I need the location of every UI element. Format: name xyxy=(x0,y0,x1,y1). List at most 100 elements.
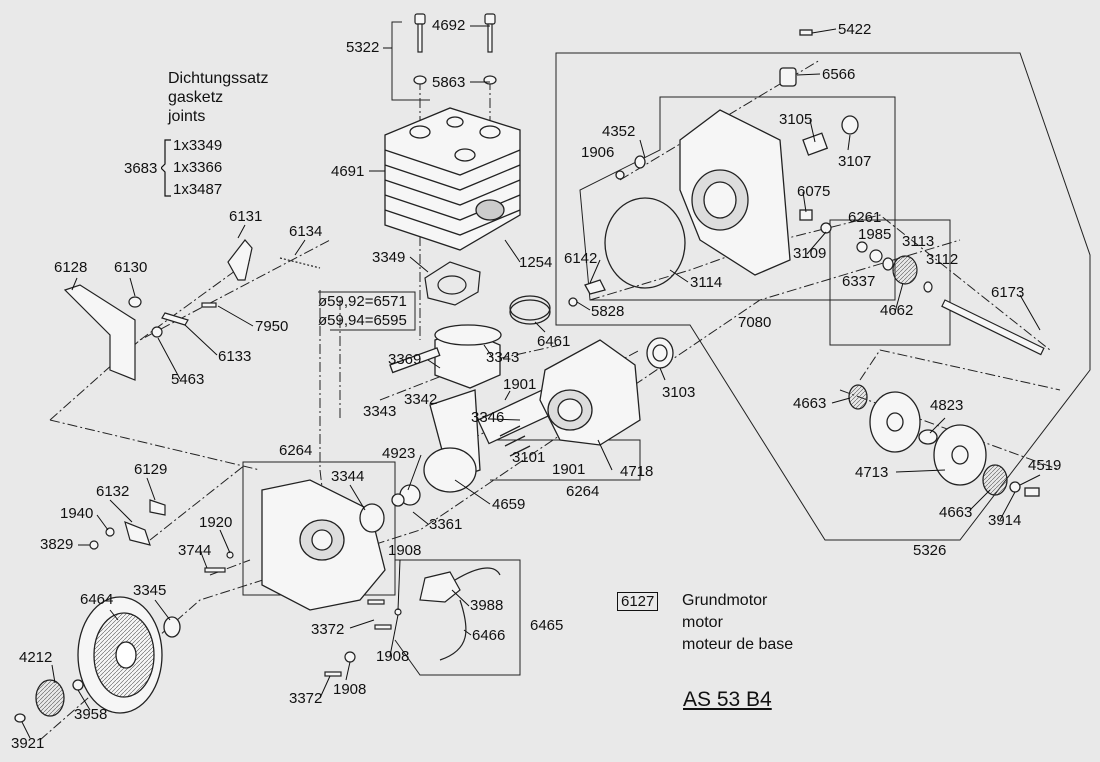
fan-wheel xyxy=(77,596,181,714)
part-label[interactable]: 3958 xyxy=(74,706,108,723)
part-label[interactable]: 5463 xyxy=(171,371,205,388)
legend-line-de: Grundmotor xyxy=(682,592,768,609)
part-label[interactable]: 3361 xyxy=(429,516,463,533)
part-label[interactable]: 3829 xyxy=(40,536,74,553)
part-label[interactable]: 6129 xyxy=(134,461,168,478)
gear-stack xyxy=(856,241,933,293)
gasket-set-code[interactable]: 3683 xyxy=(124,160,158,177)
part-label[interactable]: 3114 xyxy=(690,274,723,291)
part-label[interactable]: 1908 xyxy=(388,542,422,559)
part-label[interactable]: 4923 xyxy=(382,445,416,462)
part-label[interactable]: 7950 xyxy=(255,318,289,335)
base-gasket xyxy=(424,261,481,306)
part-label[interactable]: 3103 xyxy=(662,384,696,401)
part-label[interactable]: 1920 xyxy=(199,514,233,531)
part-label[interactable]: 4663 xyxy=(793,395,827,412)
part-label[interactable]: 3342 xyxy=(404,391,438,408)
part-label[interactable]: 5326 xyxy=(913,542,947,559)
part-label[interactable]: 3372 xyxy=(289,690,323,707)
part-label[interactable]: 3345 xyxy=(133,582,167,599)
part-label[interactable]: 6142 xyxy=(564,250,598,267)
part-label[interactable]: 3105 xyxy=(779,111,813,128)
part-label[interactable]: 3343 xyxy=(363,403,397,420)
part-label[interactable]: 6134 xyxy=(289,223,323,240)
part-label[interactable]: 6130 xyxy=(114,259,148,276)
model-title: AS 53 B4 xyxy=(683,688,772,711)
part-label[interactable]: 3346 xyxy=(471,409,505,426)
part-label[interactable]: 6337 xyxy=(842,273,876,290)
part-label[interactable]: 3914 xyxy=(988,512,1022,529)
gasket-set-title-fr: joints xyxy=(168,108,206,125)
part-label[interactable]: 6465 xyxy=(530,617,564,634)
piston-ring xyxy=(509,295,551,325)
part-label[interactable]: 4662 xyxy=(880,302,914,319)
part-label[interactable]: 3744 xyxy=(178,542,212,559)
part-label[interactable]: 5322 xyxy=(346,39,380,56)
part-label[interactable]: 1901 xyxy=(552,461,586,478)
part-label[interactable]: 1908 xyxy=(333,681,367,698)
part-label[interactable]: 1908 xyxy=(376,648,410,665)
legend-line-en: motor xyxy=(682,614,723,631)
part-label[interactable]: 5863 xyxy=(432,74,466,91)
part-label[interactable]: 4823 xyxy=(930,397,964,414)
part-label[interactable]: 4718 xyxy=(620,463,654,480)
part-label[interactable]: 1901 xyxy=(503,376,537,393)
part-label[interactable]: 4692 xyxy=(432,17,466,34)
part-label[interactable]: 3107 xyxy=(838,153,872,170)
crankcase-left xyxy=(261,479,386,611)
part-label[interactable]: 6133 xyxy=(218,348,252,365)
part-label[interactable]: 1985 xyxy=(858,226,892,243)
part-label[interactable]: 3344 xyxy=(331,468,365,485)
part-label[interactable]: 1254 xyxy=(519,254,553,271)
part-label[interactable]: 4659 xyxy=(492,496,526,513)
part-label[interactable]: 3988 xyxy=(470,597,504,614)
part-label[interactable]: 6461 xyxy=(537,333,571,350)
part-label[interactable]: 5422 xyxy=(838,21,872,38)
part-label[interactable]: 7080 xyxy=(738,314,772,331)
part-label[interactable]: 6466 xyxy=(472,627,506,644)
group-outlines xyxy=(242,21,1091,676)
cylinder-part xyxy=(384,107,521,251)
part-label[interactable]: 3921 xyxy=(11,735,45,752)
part-label[interactable]: 5828 xyxy=(591,303,625,320)
part-label[interactable]: 3109 xyxy=(793,245,827,262)
part-label[interactable]: 6132 xyxy=(96,483,130,500)
spindle-shaft xyxy=(941,299,1045,356)
part-label[interactable]: 6261 xyxy=(848,209,882,226)
part-label[interactable]: 6075 xyxy=(797,183,831,200)
oil-seal xyxy=(646,337,674,369)
part-label[interactable]: 6264 xyxy=(566,483,600,500)
part-label[interactable]: 4352 xyxy=(602,123,636,140)
part-label[interactable]: 3372 xyxy=(311,621,345,638)
part-label[interactable]: 3343 xyxy=(486,349,520,366)
legend-code[interactable]: 6127 xyxy=(617,592,659,611)
part-label[interactable]: 6264 xyxy=(279,442,313,459)
part-label[interactable]: 1940 xyxy=(60,505,94,522)
part-label[interactable]: 4212 xyxy=(19,649,53,666)
part-label[interactable]: 6131 xyxy=(229,208,263,225)
part-label[interactable]: 6173 xyxy=(991,284,1025,301)
starter-cup xyxy=(14,679,84,723)
part-label[interactable]: 4519 xyxy=(1028,457,1062,474)
clutch-discs xyxy=(848,384,1040,497)
part-label[interactable]: 4663 xyxy=(939,504,973,521)
part-label[interactable]: 3112 xyxy=(926,251,959,268)
part-label[interactable]: 6566 xyxy=(822,66,856,83)
part-label[interactable]: 3349 xyxy=(372,249,406,266)
part-label[interactable]: 4691 xyxy=(331,163,365,180)
part-label[interactable]: 3369 xyxy=(388,351,422,368)
part-label[interactable]: 4713 xyxy=(855,464,889,481)
gasket-set-brace xyxy=(161,139,171,197)
part-label[interactable]: 1906 xyxy=(581,144,615,161)
gasket-set-item: 1x3487 xyxy=(173,181,223,198)
ignition-coil xyxy=(324,567,501,677)
part-label[interactable]: 3113 xyxy=(902,233,935,250)
part-label[interactable]: 6464 xyxy=(80,591,114,608)
part-label[interactable]: 6128 xyxy=(54,259,88,276)
left-small-parts xyxy=(63,239,321,573)
part-label[interactable]: 3101 xyxy=(512,449,546,466)
legend-line-fr: moteur de base xyxy=(682,636,794,653)
gasket-set-item: 1x3366 xyxy=(173,159,223,176)
bore-note: ø59,92=6571 xyxy=(318,293,407,310)
